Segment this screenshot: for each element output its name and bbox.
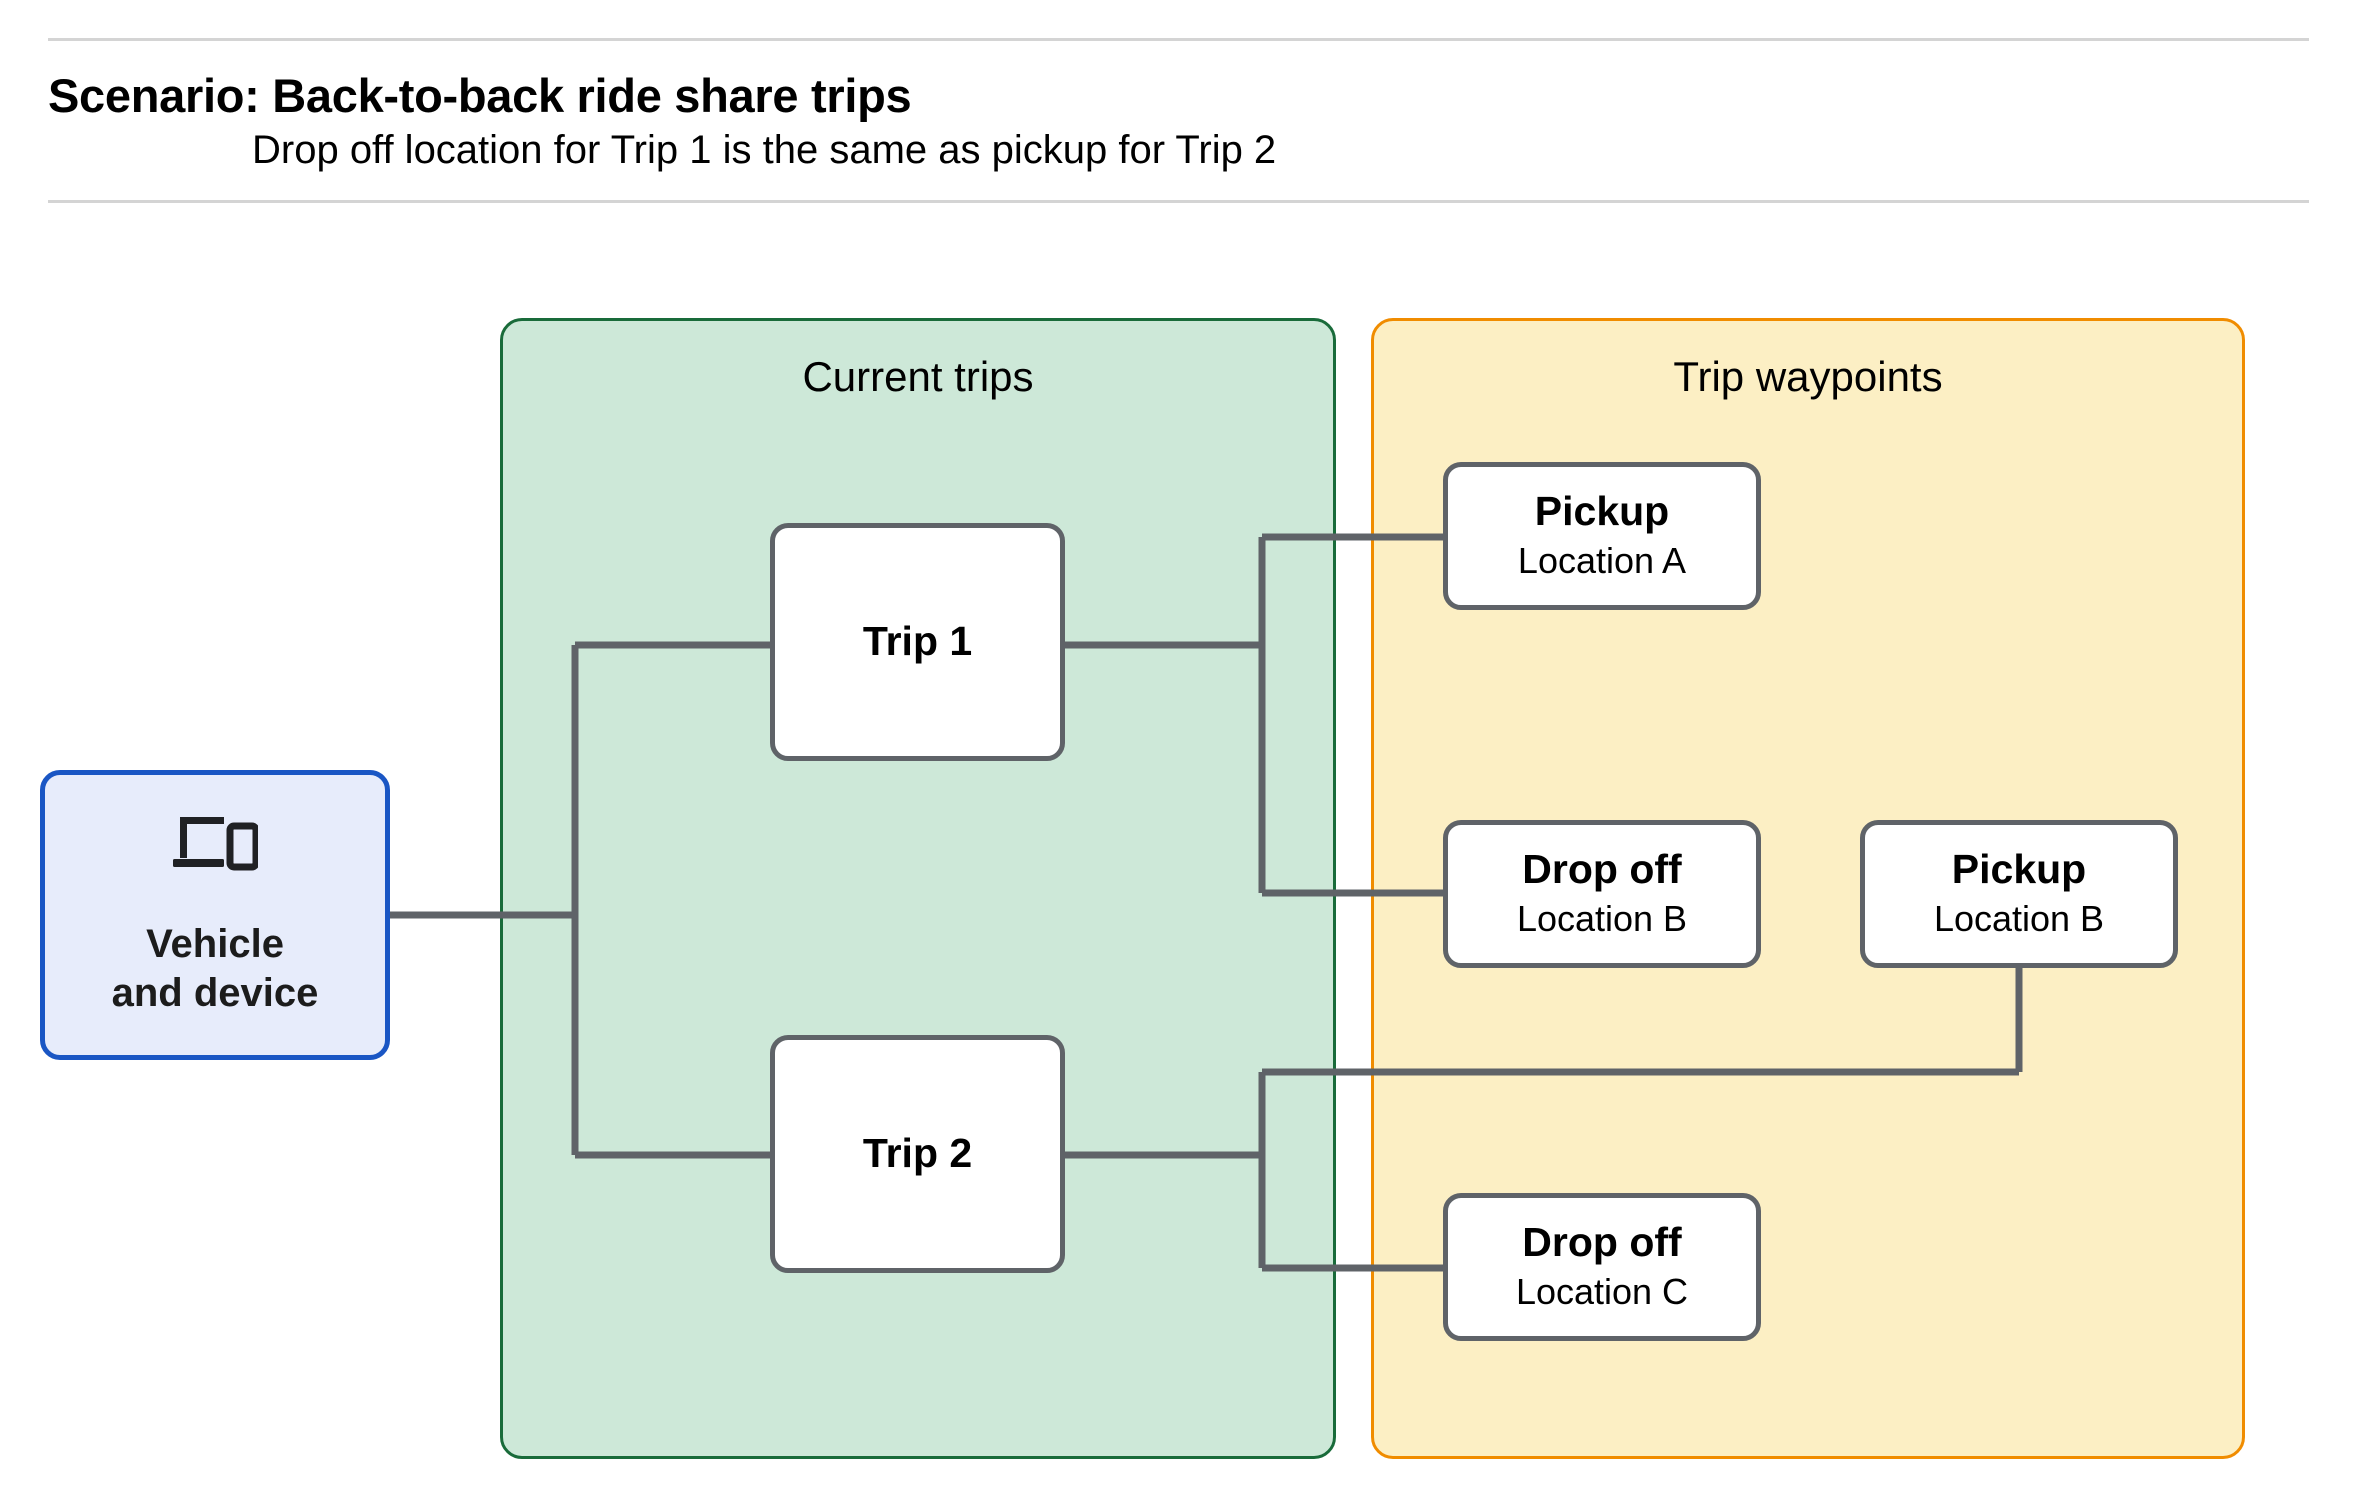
waypoint-location: Location B (1933, 898, 2105, 940)
header-divider-bottom (48, 200, 2309, 203)
page-title: Scenario: Back-to-back ride share trips (48, 69, 912, 122)
vehicle-label-line2: and device (111, 971, 319, 1015)
waypoint-title: Pickup (1951, 846, 2087, 893)
vehicle-label-line1: Vehicle (146, 922, 284, 967)
node-vehicle-and-device[interactable]: Vehicle and device (40, 770, 390, 1060)
waypoint-location: Location A (1517, 540, 1687, 582)
node-trip-1[interactable]: Trip 1 (770, 523, 1065, 761)
page-subtitle: Drop off location for Trip 1 is the same… (252, 128, 1277, 172)
group-trip-waypoints-title: Trip waypoints (1673, 353, 1943, 400)
group-current-trips: Current trips (500, 318, 1336, 1459)
waypoint-title: Pickup (1534, 488, 1670, 535)
node-trip-1-label: Trip 1 (862, 618, 973, 665)
node-waypoint-dropoff-location-b[interactable]: Drop off Location B (1443, 820, 1761, 968)
group-current-trips-title: Current trips (802, 353, 1034, 400)
node-waypoint-pickup-location-b[interactable]: Pickup Location B (1860, 820, 2178, 968)
waypoint-location: Location C (1515, 1271, 1689, 1313)
node-trip-2[interactable]: Trip 2 (770, 1035, 1065, 1273)
node-waypoint-pickup-location-a[interactable]: Pickup Location A (1443, 462, 1761, 610)
laptop-and-phone-icon (173, 817, 258, 871)
waypoint-title: Drop off (1522, 1219, 1682, 1266)
waypoint-title: Drop off (1522, 846, 1682, 893)
node-waypoint-dropoff-location-c[interactable]: Drop off Location C (1443, 1193, 1761, 1341)
node-trip-2-label: Trip 2 (862, 1130, 973, 1177)
header-divider-top (48, 38, 2309, 41)
waypoint-location: Location B (1516, 898, 1688, 940)
